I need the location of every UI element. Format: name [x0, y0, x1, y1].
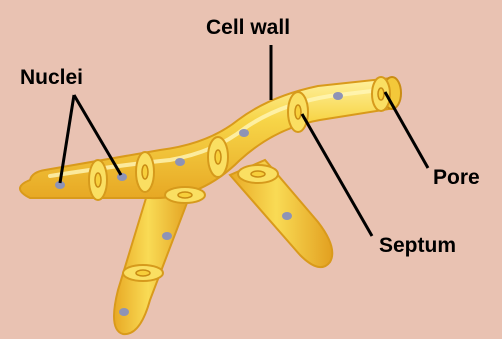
septal-pore — [295, 105, 301, 119]
septal-pore — [178, 192, 192, 198]
septum-ring — [123, 265, 163, 281]
septal-pore — [215, 150, 221, 164]
nucleus — [333, 92, 343, 100]
septal-pore — [378, 88, 384, 100]
nucleus — [175, 158, 185, 166]
septal-pore — [136, 270, 150, 276]
septal-pore — [142, 165, 148, 179]
nucleus — [239, 129, 249, 137]
label-pore: Pore — [433, 166, 480, 189]
pore-leader — [385, 92, 428, 168]
septum-ring — [89, 160, 107, 200]
septum-ring — [238, 165, 278, 183]
septum-ring — [208, 137, 228, 177]
label-cell-wall: Cell wall — [206, 16, 290, 39]
septal-pore — [95, 173, 101, 187]
nucleus — [119, 308, 129, 316]
septal-pore — [251, 171, 265, 177]
nucleus — [162, 232, 172, 240]
septum-ring — [136, 152, 154, 192]
label-nuclei: Nuclei — [20, 66, 83, 89]
nucleus — [282, 212, 292, 220]
septum-ring — [165, 187, 205, 203]
hypha — [20, 77, 401, 334]
label-septum: Septum — [379, 234, 456, 257]
septum-ring — [288, 92, 308, 132]
